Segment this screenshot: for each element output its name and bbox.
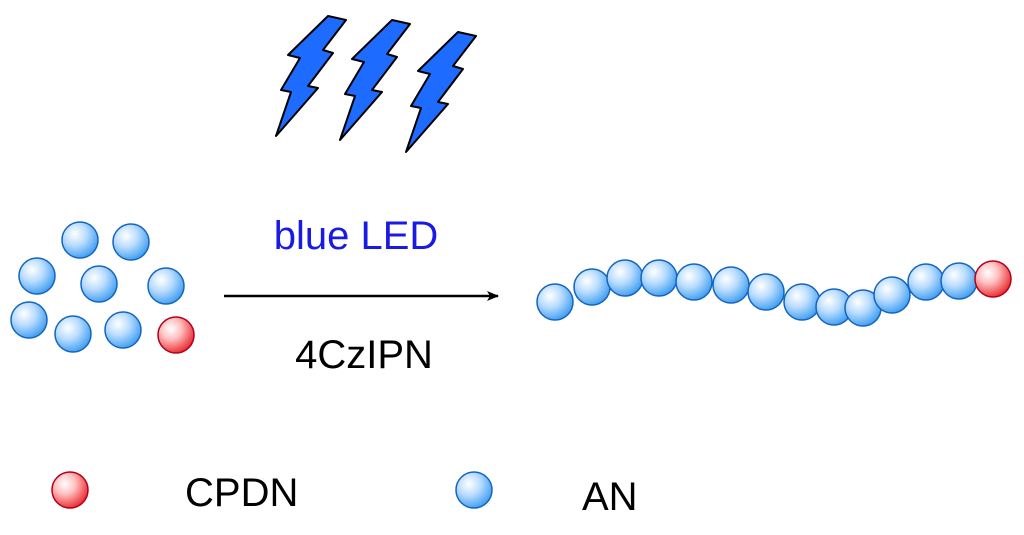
blue-sphere-icon xyxy=(54,315,92,353)
lightning-bolts xyxy=(275,15,477,153)
lightning-bolt-icon xyxy=(405,31,477,153)
red-sphere-icon xyxy=(157,316,195,354)
blue-sphere-icon xyxy=(573,268,611,306)
blue-sphere-icon xyxy=(606,259,644,297)
blue-sphere-icon xyxy=(675,263,713,301)
red-sphere-icon xyxy=(51,471,89,509)
lightning-bolt-icon xyxy=(275,15,347,137)
blue-sphere-icon xyxy=(536,283,574,321)
blue-sphere-icon xyxy=(18,257,56,295)
monomer-mixture xyxy=(10,221,195,354)
blue-sphere-icon xyxy=(80,265,118,303)
blue-sphere-icon xyxy=(104,311,142,349)
polymer-chain xyxy=(536,259,1012,327)
blue-sphere-icon xyxy=(907,263,945,301)
blue-sphere-icon xyxy=(873,276,911,314)
blue-sphere-icon xyxy=(147,267,185,305)
blue-sphere-icon xyxy=(455,471,493,509)
reaction-condition-light: blue LED xyxy=(274,214,439,258)
blue-sphere-icon xyxy=(712,266,750,304)
legend: CPDN AN xyxy=(51,471,638,519)
red-sphere-icon xyxy=(974,260,1012,298)
blue-sphere-icon xyxy=(61,221,99,259)
blue-sphere-icon xyxy=(940,262,978,300)
lightning-bolt-icon xyxy=(339,19,411,141)
blue-sphere-icon xyxy=(783,283,821,321)
legend-label-cpdn: CPDN xyxy=(185,471,298,515)
blue-sphere-icon xyxy=(640,259,678,297)
blue-sphere-icon xyxy=(112,223,150,261)
blue-sphere-icon xyxy=(747,273,785,311)
reaction-condition-catalyst: 4CzIPN xyxy=(295,333,433,377)
blue-sphere-icon xyxy=(10,301,48,339)
legend-label-an: AN xyxy=(582,475,638,519)
